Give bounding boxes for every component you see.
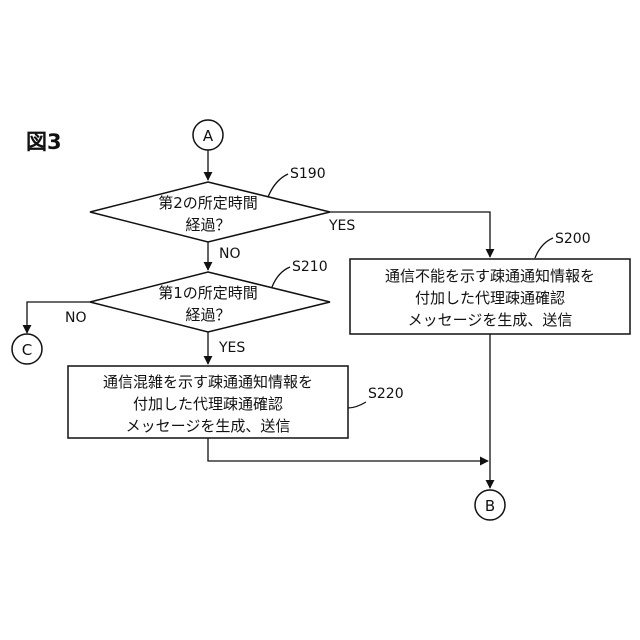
- decision-s210-line2: 経過？: [185, 306, 230, 324]
- process-s200-line1: 通信不能を示す疎通通知情報を: [385, 267, 595, 285]
- decision-s210-line1: 第1の所定時間: [158, 284, 258, 302]
- decision-s210-yes: YES: [218, 340, 245, 356]
- step-label-s200: S200: [555, 231, 591, 247]
- process-s220-line3: メッセージを生成、送信: [126, 417, 291, 435]
- decision-s190-yes: YES: [328, 218, 355, 234]
- decision-s190-line1: 第2の所定時間: [158, 194, 258, 212]
- process-s200-line2: 付加した代理疎通確認: [415, 289, 565, 307]
- figure-label: 図3: [26, 130, 62, 154]
- decision-s210-no: NO: [65, 310, 87, 326]
- process-s200-line3: メッセージを生成、送信: [408, 311, 573, 329]
- connector-a-label: A: [203, 127, 214, 145]
- step-label-s210: S210: [292, 259, 328, 275]
- step-label-s220: S220: [368, 386, 404, 402]
- connector-c-label: C: [22, 341, 32, 359]
- leader-s200: [535, 238, 553, 258]
- decision-s190-line2: 経過？: [185, 216, 230, 234]
- leader-s190: [268, 174, 288, 197]
- process-s220-line1: 通信混雑を示す疎通通知情報を: [103, 373, 313, 391]
- decision-s190-no: NO: [219, 246, 241, 262]
- process-s220-line2: 付加した代理疎通確認: [133, 395, 283, 413]
- connector-b-label: B: [485, 497, 495, 515]
- leader-s210: [272, 267, 290, 287]
- leader-s220: [348, 402, 366, 408]
- step-label-s190: S190: [290, 166, 326, 182]
- arrow-s220-to-merge: [208, 438, 488, 461]
